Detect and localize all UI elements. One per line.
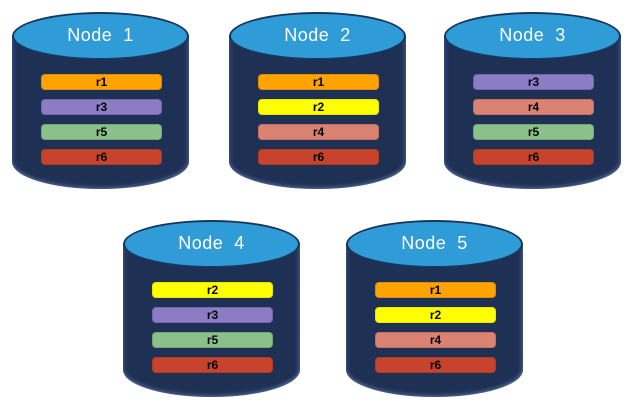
region-bar-r5: r5 bbox=[152, 332, 273, 348]
region-bar-r2: r2 bbox=[152, 282, 273, 298]
region-bar-r5: r5 bbox=[473, 124, 594, 140]
node-title: Node 2 bbox=[284, 25, 351, 45]
node-cylinder-4: Node 4 r2 r3 r5 r6 bbox=[123, 220, 300, 397]
node-title: Node 5 bbox=[401, 233, 468, 253]
node-cylinder-2: Node 2 r1 r2 r4 r6 bbox=[229, 12, 406, 189]
region-bar-r3: r3 bbox=[41, 99, 162, 115]
region-bar-r6: r6 bbox=[375, 357, 496, 373]
cylinder-top-ellipse: Node 4 bbox=[123, 220, 300, 268]
region-bar-r1: r1 bbox=[258, 74, 379, 90]
node-cylinder-3: Node 3 r3 r4 r5 r6 bbox=[444, 12, 621, 189]
cylinder-top-ellipse: Node 3 bbox=[444, 12, 621, 60]
cylinder-top-ellipse: Node 5 bbox=[346, 220, 523, 268]
node-cylinder-1: Node 1 r1 r3 r5 r6 bbox=[12, 12, 189, 189]
region-bar-r2: r2 bbox=[375, 307, 496, 323]
cylinder-top-ellipse: Node 2 bbox=[229, 12, 406, 60]
region-bar-r3: r3 bbox=[152, 307, 273, 323]
region-bar-r6: r6 bbox=[258, 149, 379, 165]
region-bar-r6: r6 bbox=[41, 149, 162, 165]
node-title: Node 3 bbox=[499, 25, 566, 45]
region-bar-r3: r3 bbox=[473, 74, 594, 90]
node-regions: r1 r2 r4 r6 bbox=[375, 282, 496, 373]
region-bar-r2: r2 bbox=[258, 99, 379, 115]
region-bar-r4: r4 bbox=[473, 99, 594, 115]
region-bar-r1: r1 bbox=[375, 282, 496, 298]
node-regions: r3 r4 r5 r6 bbox=[473, 74, 594, 165]
node-regions: r1 r2 r4 r6 bbox=[258, 74, 379, 165]
region-bar-r5: r5 bbox=[41, 124, 162, 140]
region-bar-r6: r6 bbox=[152, 357, 273, 373]
cylinder-top-ellipse: Node 1 bbox=[12, 12, 189, 60]
region-bar-r4: r4 bbox=[375, 332, 496, 348]
region-bar-r6: r6 bbox=[473, 149, 594, 165]
node-cylinder-5: Node 5 r1 r2 r4 r6 bbox=[346, 220, 523, 397]
node-title: Node 4 bbox=[178, 233, 245, 253]
region-bar-r1: r1 bbox=[41, 74, 162, 90]
region-bar-r4: r4 bbox=[258, 124, 379, 140]
node-title: Node 1 bbox=[67, 25, 134, 45]
node-regions: r2 r3 r5 r6 bbox=[152, 282, 273, 373]
node-regions: r1 r3 r5 r6 bbox=[41, 74, 162, 165]
